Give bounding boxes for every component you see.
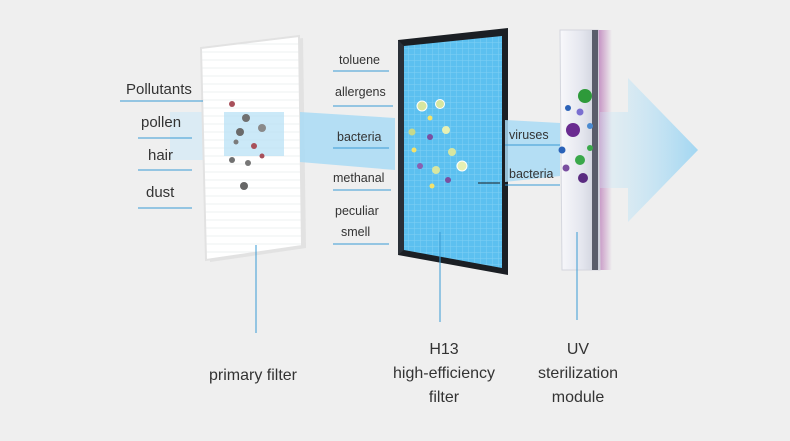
caption-uv-line-2: sterilization [537, 365, 619, 382]
pollutant-label-dust: dust [146, 184, 175, 201]
pollutant-label-hair: hair [148, 147, 174, 164]
caption-uv-module: UV sterilization module [498, 338, 658, 410]
uv-label-viruses: viruses [509, 128, 549, 142]
caption-h13-line-2: high-efficiency [393, 365, 495, 382]
h13-label-bacteria: bacteria [337, 130, 382, 144]
caption-h13-filter: H13 high-efficiency filter [364, 338, 524, 410]
uv-label-underlines [505, 144, 560, 186]
stage-leader-lines [255, 232, 578, 333]
h13-label-peculiar: peculiar [335, 204, 379, 218]
pollutants-heading: Pollutants [126, 81, 192, 98]
h13-label-allergens: allergens [335, 85, 386, 99]
primary-filter-graphic [199, 34, 306, 262]
h13-label-underlines [333, 70, 393, 245]
airflow-band-middle [300, 112, 395, 170]
caption-uv-line-3: module [551, 389, 605, 406]
uv-label-bacteria: bacteria [509, 167, 554, 181]
h13-particles [408, 99, 468, 189]
airflow-arrow [600, 78, 698, 222]
caption-primary-line: primary filter [208, 367, 297, 384]
caption-primary-filter: primary filter [173, 364, 333, 388]
pollutant-underlines [120, 100, 203, 209]
h13-label-methanal: methanal [333, 171, 385, 185]
caption-h13-line-1: H13 [429, 341, 459, 358]
microbe-particles [558, 89, 593, 183]
h13-label-smell: smell [341, 225, 371, 239]
caption-h13-line-3: filter [428, 389, 460, 406]
h13-label-toluene: toluene [339, 53, 381, 67]
pollutant-particles [229, 101, 266, 190]
pollutant-label-pollen: pollen [141, 114, 182, 131]
airflow-band-right [505, 120, 560, 182]
caption-uv-line-1: UV [566, 341, 590, 358]
